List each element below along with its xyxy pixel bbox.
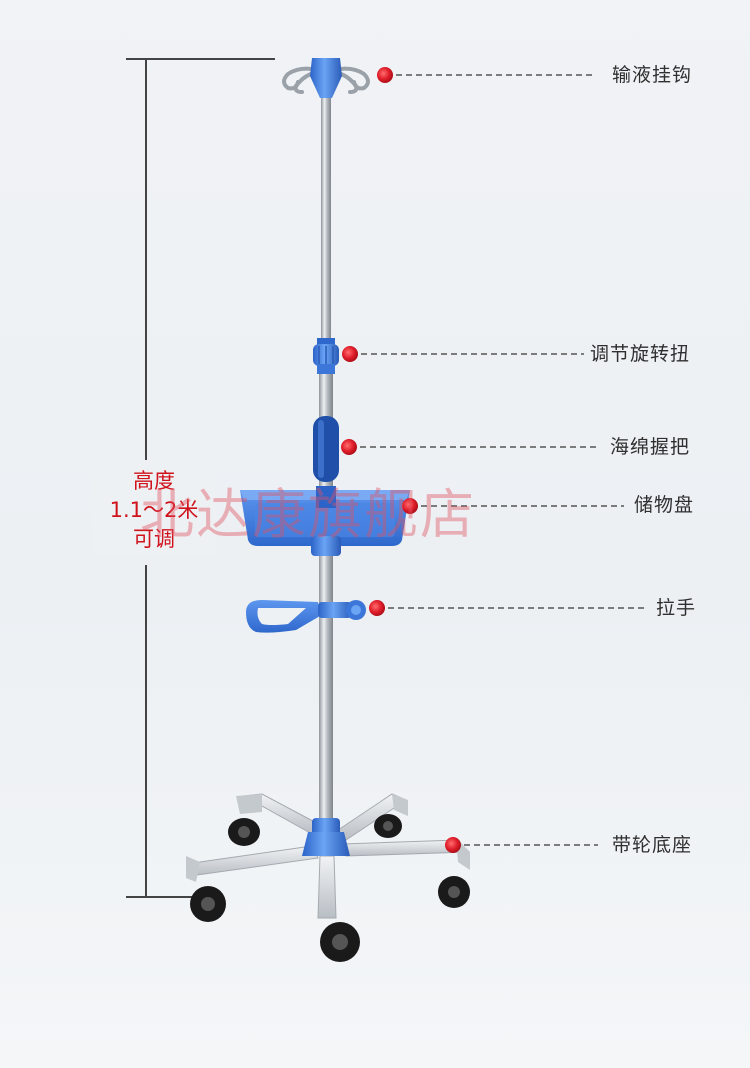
callout-dot-knob <box>342 346 358 362</box>
callout-dot-base <box>445 837 461 853</box>
height-note-line3: 可调 <box>133 527 175 551</box>
callout-dot-hook <box>377 67 393 83</box>
height-note-line2: 1.1～2米 <box>109 498 199 522</box>
callout-dot-grip <box>341 439 357 455</box>
callout-label-adjust-knob: 调节旋转扭 <box>590 343 691 365</box>
hook-hub <box>310 58 342 98</box>
height-adjustable-note: 高度 1.1～2米 可调 <box>92 467 216 554</box>
sponge-grip <box>313 416 339 482</box>
callout-label-sponge-grip: 海绵握把 <box>610 436 691 458</box>
wheeled-base <box>186 793 470 919</box>
height-note-line1: 高度 <box>133 469 175 493</box>
callout-label-pull-handle: 拉手 <box>656 597 697 619</box>
caster-wheels <box>190 814 470 962</box>
callout-leader-lines <box>360 74 648 846</box>
adjust-knob-icon <box>313 338 339 374</box>
callout-label-iv-hook: 输液挂钩 <box>612 64 693 86</box>
pole-upper <box>321 92 331 344</box>
pull-handle <box>246 600 366 633</box>
callout-label-wheeled-base: 带轮底座 <box>612 834 693 856</box>
callout-label-storage-tray: 储物盘 <box>634 494 695 516</box>
callout-dot-handle <box>369 600 385 616</box>
storage-tray <box>240 486 410 556</box>
height-dimension-bracket <box>126 58 275 898</box>
callout-dot-tray <box>402 498 418 514</box>
